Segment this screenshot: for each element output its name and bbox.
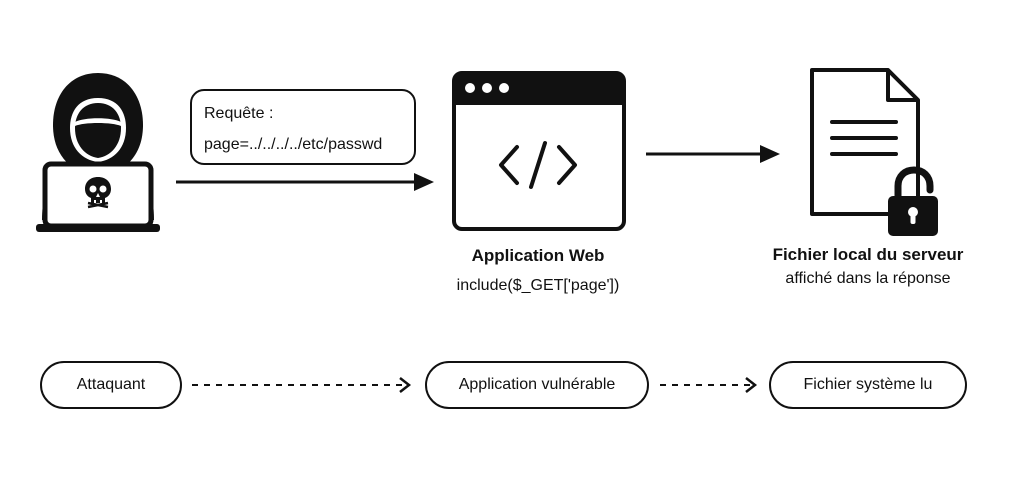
flow-step-application: Application vulnérable <box>425 361 649 409</box>
request-box: Requête : page=../../../../etc/passwd <box>190 89 416 165</box>
file-title: Fichier local du serveur <box>772 245 964 264</box>
dashed-arrow-1 <box>192 377 412 393</box>
flow-step-fichier: Fichier système lu <box>769 361 967 409</box>
hooded-hacker-icon <box>36 73 160 232</box>
webapp-title: Application Web <box>471 246 605 265</box>
arrow-attacker-to-app <box>176 173 434 191</box>
arrow-app-to-file <box>646 145 780 163</box>
skull-icon <box>85 177 111 209</box>
file-subtitle: affiché dans la réponse <box>785 270 951 287</box>
document-icon <box>810 68 920 216</box>
flow-step-attaquant: Attaquant <box>40 361 182 409</box>
unlocked-padlock-icon <box>888 166 938 236</box>
webapp-code: include($_GET['page']) <box>456 277 620 294</box>
code-brackets-icon <box>499 141 577 189</box>
browser-window-icon <box>452 71 626 231</box>
dashed-arrow-2 <box>660 377 758 393</box>
request-label: Requête : <box>204 105 274 122</box>
request-payload: page=../../../../etc/passwd <box>204 136 383 153</box>
